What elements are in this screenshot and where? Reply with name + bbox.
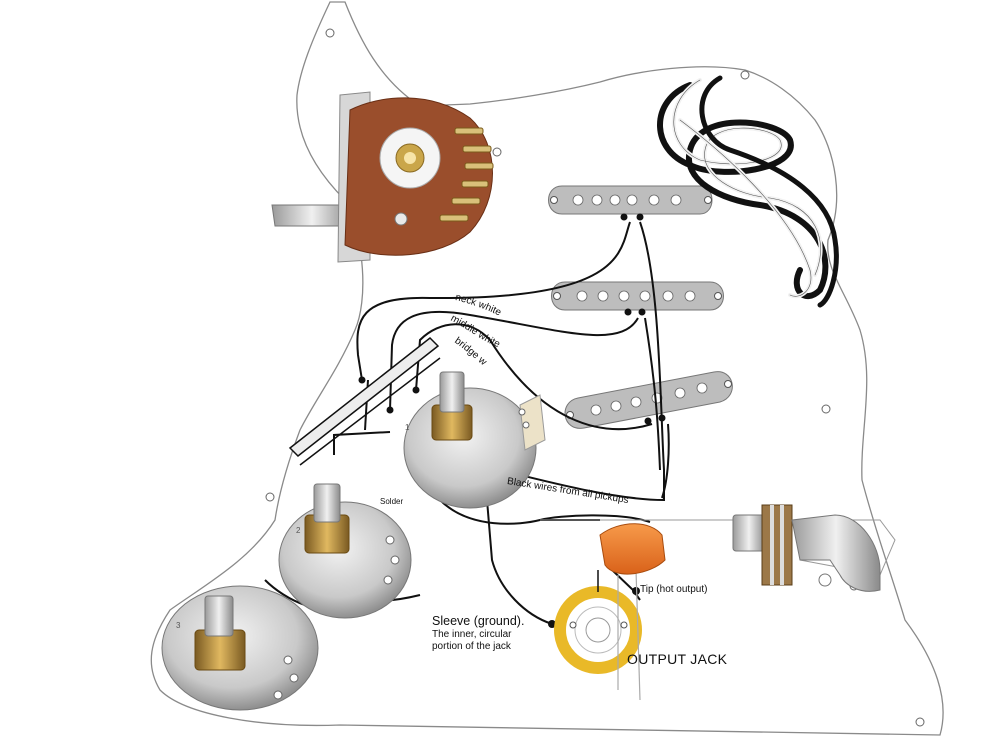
printed-switch-outline <box>288 336 441 466</box>
wire-endpoints <box>358 376 640 628</box>
capacitor-icon <box>599 523 666 701</box>
pot-label-2: 2 <box>296 526 301 535</box>
pot-label-3: 3 <box>176 621 181 630</box>
label-sleeve-line1: The inner, circular <box>432 629 512 640</box>
potentiometer-1-icon <box>403 371 546 509</box>
pickguard-outline <box>150 1 944 736</box>
potentiometer-3-icon <box>161 585 319 711</box>
pickup-neck <box>548 185 713 221</box>
pickup-middle <box>551 281 724 316</box>
wire-bundle-icon <box>657 75 839 308</box>
pot-label-1: 1 <box>405 423 410 432</box>
label-tip: Tip (hot output) <box>640 584 708 595</box>
pickup-bridge <box>564 371 733 429</box>
five-way-switch-icon <box>271 91 494 263</box>
potentiometer-2-icon <box>278 483 412 619</box>
label-solder: Solder <box>380 497 404 506</box>
output-jack-diagram <box>554 570 642 674</box>
label-sleeve-line2: portion of the jack <box>432 641 511 652</box>
label-sleeve: Sleeve (ground). The inner, circular por… <box>432 614 524 653</box>
label-sleeve-title: Sleeve (ground). <box>432 614 525 628</box>
label-output-jack: OUTPUT JACK <box>627 651 728 667</box>
output-jack-icon <box>732 504 881 592</box>
